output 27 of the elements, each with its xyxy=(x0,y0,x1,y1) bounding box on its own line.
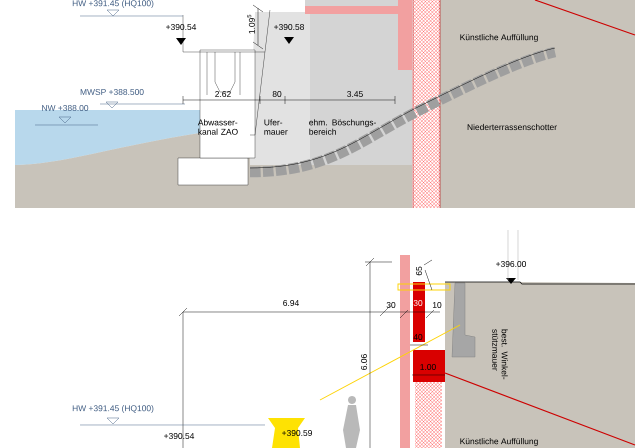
structure-label: Abwasser-kanal ZAO xyxy=(198,119,238,135)
structure-label: ehm. Böschungs-bereich xyxy=(309,119,376,135)
water-level-label: MWSP +388.500 xyxy=(80,89,144,95)
water-level-label: HW +391.45 (HQ100) xyxy=(72,405,154,413)
soil-label: Künstliche Auffüllung xyxy=(460,438,538,446)
dimension-label: 40 xyxy=(414,334,422,340)
soil-label: Künstliche Auffüllung xyxy=(460,34,538,42)
dimension-label: 65 xyxy=(416,266,422,276)
dimension-label: 3.45 xyxy=(347,91,363,97)
elevation-label: +390.54 xyxy=(164,433,194,439)
elevation-label: +390.54 xyxy=(166,24,196,30)
dimension-label: 1.00 xyxy=(420,364,436,370)
dimension-label: 30 xyxy=(386,302,396,308)
water-level-label: HW +391.45 (HQ100) xyxy=(72,0,154,8)
dimension-label: 6.06 xyxy=(361,354,367,370)
dimension-label: 1.09$^{5}$ xyxy=(247,14,255,34)
dimension-label: 30 xyxy=(414,300,422,306)
dimension-label: 6.94 xyxy=(283,300,299,306)
dimension-label: 10 xyxy=(432,302,442,308)
dimension-label: 80 xyxy=(272,91,282,97)
structure-label: Ufer-mauer xyxy=(264,119,288,135)
elevation-label: +396.00 xyxy=(496,261,526,267)
structure-label: best. Winkel-stützmauer xyxy=(492,329,508,380)
elevation-label: +390.58 xyxy=(274,24,304,30)
soil-label: Niederterrassenschotter xyxy=(468,124,557,130)
water-level-label: NW +388.00 xyxy=(42,105,88,111)
dimension-label: 2.62 xyxy=(215,91,231,97)
